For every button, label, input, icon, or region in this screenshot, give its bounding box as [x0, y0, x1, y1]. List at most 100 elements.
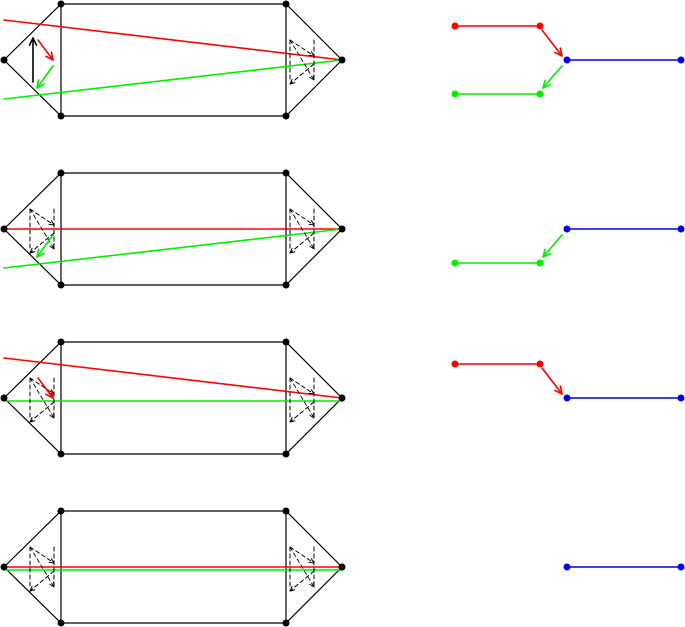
panel-2-vertex-5: [57, 281, 65, 289]
panel-4-left-dashed-loop-arrow-bottom: [29, 570, 55, 592]
panel-2-green-ray: [3, 228, 343, 269]
panel-2-branch-green-start: [451, 259, 459, 267]
panel-1-branch-red-end: [536, 22, 544, 30]
panel-2-right-dashed-loop-arrow-top-head: [308, 220, 315, 226]
panel-3-right-dashed-loop-arrow-bottom-head: [289, 416, 296, 423]
panel-2-left-dashed-loop-arrow-bottom-head: [29, 247, 36, 254]
panel-1-vertex-4: [282, 112, 290, 120]
panel-3-branch-blue-start: [563, 394, 571, 402]
panel-2-right-dashed-loop-arrow-top: [289, 208, 315, 226]
panel-3-left-dashed-loop-diag: [29, 377, 55, 419]
panel-4-right-dashed-loop-arrow-bottom-head: [289, 585, 296, 592]
panel-4-left-dashed-loop-diag: [29, 546, 55, 588]
panel-1-right-dashed-loop-diag-head: [309, 74, 315, 81]
panel-3-branch-red-arrow: [541, 367, 563, 395]
panel-1-right-dashed-loop-arrow-top-head: [308, 51, 315, 57]
panel-1-branch-red-arrow: [541, 29, 563, 57]
panel-2-branch-blue-end: [677, 225, 685, 233]
panel-1-right-dashed-loop-arrow-top: [289, 39, 315, 57]
panel-4-vertex-4: [282, 619, 290, 627]
panel-2-vertex-1: [57, 169, 65, 177]
panel-1-green-ray: [3, 59, 343, 100]
panel-2-green-arrow: [36, 234, 54, 258]
panel-3-right-dashed-loop-diag-head: [309, 412, 315, 419]
panel-4-vertex-3: [338, 563, 346, 571]
panel-4-left-dashed-loop-arrow-top-head: [48, 558, 55, 564]
panel-1-branch-red-start: [451, 22, 459, 30]
panel-3-branch-blue-end: [677, 394, 685, 402]
panel-1-vertex-1: [57, 0, 65, 8]
panel-3-branch-red-start: [451, 360, 459, 368]
panel-4-vertex-0: [0, 563, 8, 571]
panel-3-red-arrow: [37, 377, 54, 399]
panel-3-left-dashed-loop-arrow-top: [29, 377, 55, 395]
panel-2-right-dashed-loop-arrow-bottom-head: [289, 247, 296, 254]
panel-2-right-dashed-loop-diag: [289, 208, 315, 250]
panel-3-right-dashed-loop-arrow-bottom: [289, 401, 315, 423]
panel-3-left-dashed-loop-arrow-bottom-head: [29, 416, 36, 423]
panel-2-left-dashed-loop-diag: [29, 208, 55, 250]
panel-1-vertex-3: [338, 56, 346, 64]
panel-3-vertex-2: [282, 338, 290, 346]
panel-3-branch-red-end: [536, 360, 544, 368]
panel-3-red-ray: [3, 357, 343, 399]
panel-3-red-arrow-head: [45, 389, 54, 399]
panel-3-right-dashed-loop-arrow-top-head: [308, 389, 315, 395]
panel-1-branch-green-arrow-head: [542, 79, 552, 89]
panel-2-vertex-0: [0, 225, 8, 233]
panel-1-green-arrow: [36, 65, 54, 89]
panel-1-right-dashed-loop-arrow-bottom-head: [289, 78, 296, 85]
panel-2-green-arrow-head: [36, 248, 45, 258]
panel-2-branch-green-end: [536, 259, 544, 267]
panel-4-left-dashed-loop-diag-head: [49, 581, 55, 588]
panel-1-red-arrow: [37, 39, 54, 61]
panel-4-right-dashed-loop-diag: [289, 546, 315, 588]
panel-2-branch-blue-start: [563, 225, 571, 233]
panel-2-branch-green-arrow: [542, 234, 563, 258]
panel-2-left-dashed-loop-diag-head: [49, 243, 55, 250]
panel-2-vertex-2: [282, 169, 290, 177]
panel-3-branch-red-arrow-head: [554, 385, 563, 395]
panel-3-left-dashed-loop-diag-head: [49, 412, 55, 419]
panel-1-red-ray: [3, 19, 343, 61]
panel-1-branch-green-start: [451, 90, 459, 98]
panel-1-branch-blue-end: [677, 56, 685, 64]
panel-3-hexagon: [3, 341, 343, 455]
panel-1-branch-blue-start: [563, 56, 571, 64]
panel-1-branch-green-end: [536, 90, 544, 98]
panel-2-right-dashed-loop-arrow-bottom: [289, 232, 315, 254]
panel-1-vertex-5: [57, 112, 65, 120]
panel-4-left-dashed-loop-arrow-bottom-head: [29, 585, 36, 592]
panel-1-black-arrow-head: [28, 37, 38, 47]
panel-1-right-dashed-loop-arrow-bottom: [289, 63, 315, 85]
panel-1-vertex-2: [282, 0, 290, 8]
panel-2-vertex-4: [282, 281, 290, 289]
panel-3-vertex-0: [0, 394, 8, 402]
panel-1-hexagon: [3, 3, 343, 117]
panel-1-branch-red-arrow-head: [554, 47, 563, 57]
panel-3-vertex-5: [57, 450, 65, 458]
panel-2-right-dashed-loop-diag-head: [309, 243, 315, 250]
panel-1-vertex-0: [0, 56, 8, 64]
panel-4-right-dashed-loop-arrow-top-head: [308, 558, 315, 564]
panel-2-left-dashed-loop-arrow-top: [29, 208, 55, 226]
panel-3-right-dashed-loop-arrow-top: [289, 377, 315, 395]
panel-2-left-dashed-loop-arrow-top-head: [48, 220, 55, 226]
panel-1-red-arrow-head: [45, 51, 54, 61]
panel-1-branch-green-arrow: [542, 65, 563, 89]
panel-1-green-arrow-head: [36, 79, 45, 89]
panel-4-vertex-1: [57, 507, 65, 515]
panel-4-vertex-2: [282, 507, 290, 515]
panel-4-left-dashed-loop-arrow-top: [29, 546, 55, 564]
panel-2-vertex-3: [338, 225, 346, 233]
panel-3-left-dashed-loop-arrow-bottom: [29, 401, 55, 423]
panel-4-branch-blue-start: [563, 563, 571, 571]
panel-3-vertex-1: [57, 338, 65, 346]
panel-4-branch-blue-end: [677, 563, 685, 571]
panel-4-right-dashed-loop-arrow-top: [289, 546, 315, 564]
panel-2-left-dashed-loop-arrow-bottom: [29, 232, 55, 254]
panel-1-right-dashed-loop-diag: [289, 39, 315, 81]
panel-2-branch-green-arrow-head: [542, 248, 552, 258]
